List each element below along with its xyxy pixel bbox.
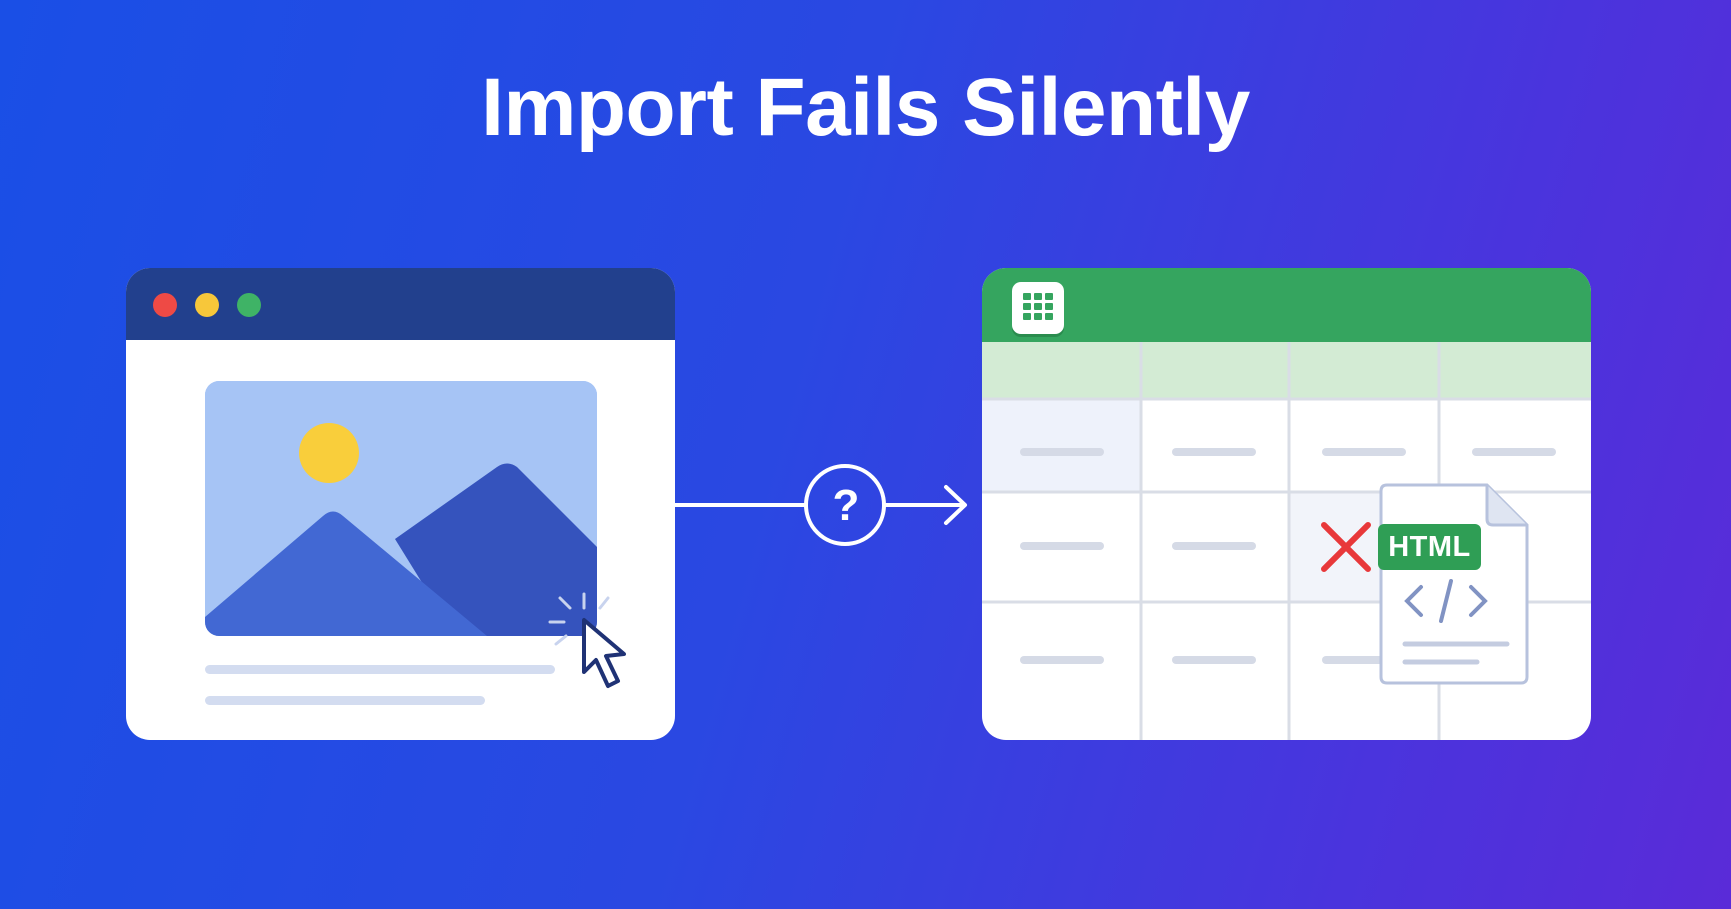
- html-badge: HTML: [1378, 524, 1481, 570]
- error-x-icon: [1321, 522, 1371, 572]
- html-file-icon: [1379, 483, 1529, 685]
- flow-arrow-icon: [675, 464, 967, 546]
- front-mountain-icon: [205, 511, 487, 636]
- spreadsheet-app-icon: [1012, 282, 1064, 334]
- code-icon: [1404, 579, 1488, 623]
- spreadsheet-grid: [982, 342, 1591, 740]
- browser-titlebar: [126, 268, 675, 340]
- back-mountain-icon: [395, 463, 597, 636]
- maximize-dot-icon: [237, 293, 261, 317]
- question-mark-label: ?: [832, 481, 860, 530]
- arrow-head-icon: [944, 485, 967, 525]
- header-row: [982, 342, 1591, 399]
- grid-icon: [1023, 293, 1053, 320]
- close-dot-icon: [153, 293, 177, 317]
- spreadsheet-header: [982, 268, 1591, 342]
- selected-cell: [982, 399, 1141, 492]
- landscape-image-icon: [205, 381, 597, 636]
- image-placeholder[interactable]: [205, 381, 597, 636]
- browser-window: [126, 268, 675, 740]
- spreadsheet-window: HTML: [982, 268, 1591, 740]
- sun-icon: [299, 423, 359, 483]
- text-placeholder-line: [205, 665, 555, 674]
- text-placeholder-line: [205, 696, 485, 705]
- minimize-dot-icon: [195, 293, 219, 317]
- cursor-click-icon: [548, 592, 626, 688]
- question-circle-icon: [804, 464, 886, 546]
- page-title: Import Fails Silently: [481, 62, 1250, 153]
